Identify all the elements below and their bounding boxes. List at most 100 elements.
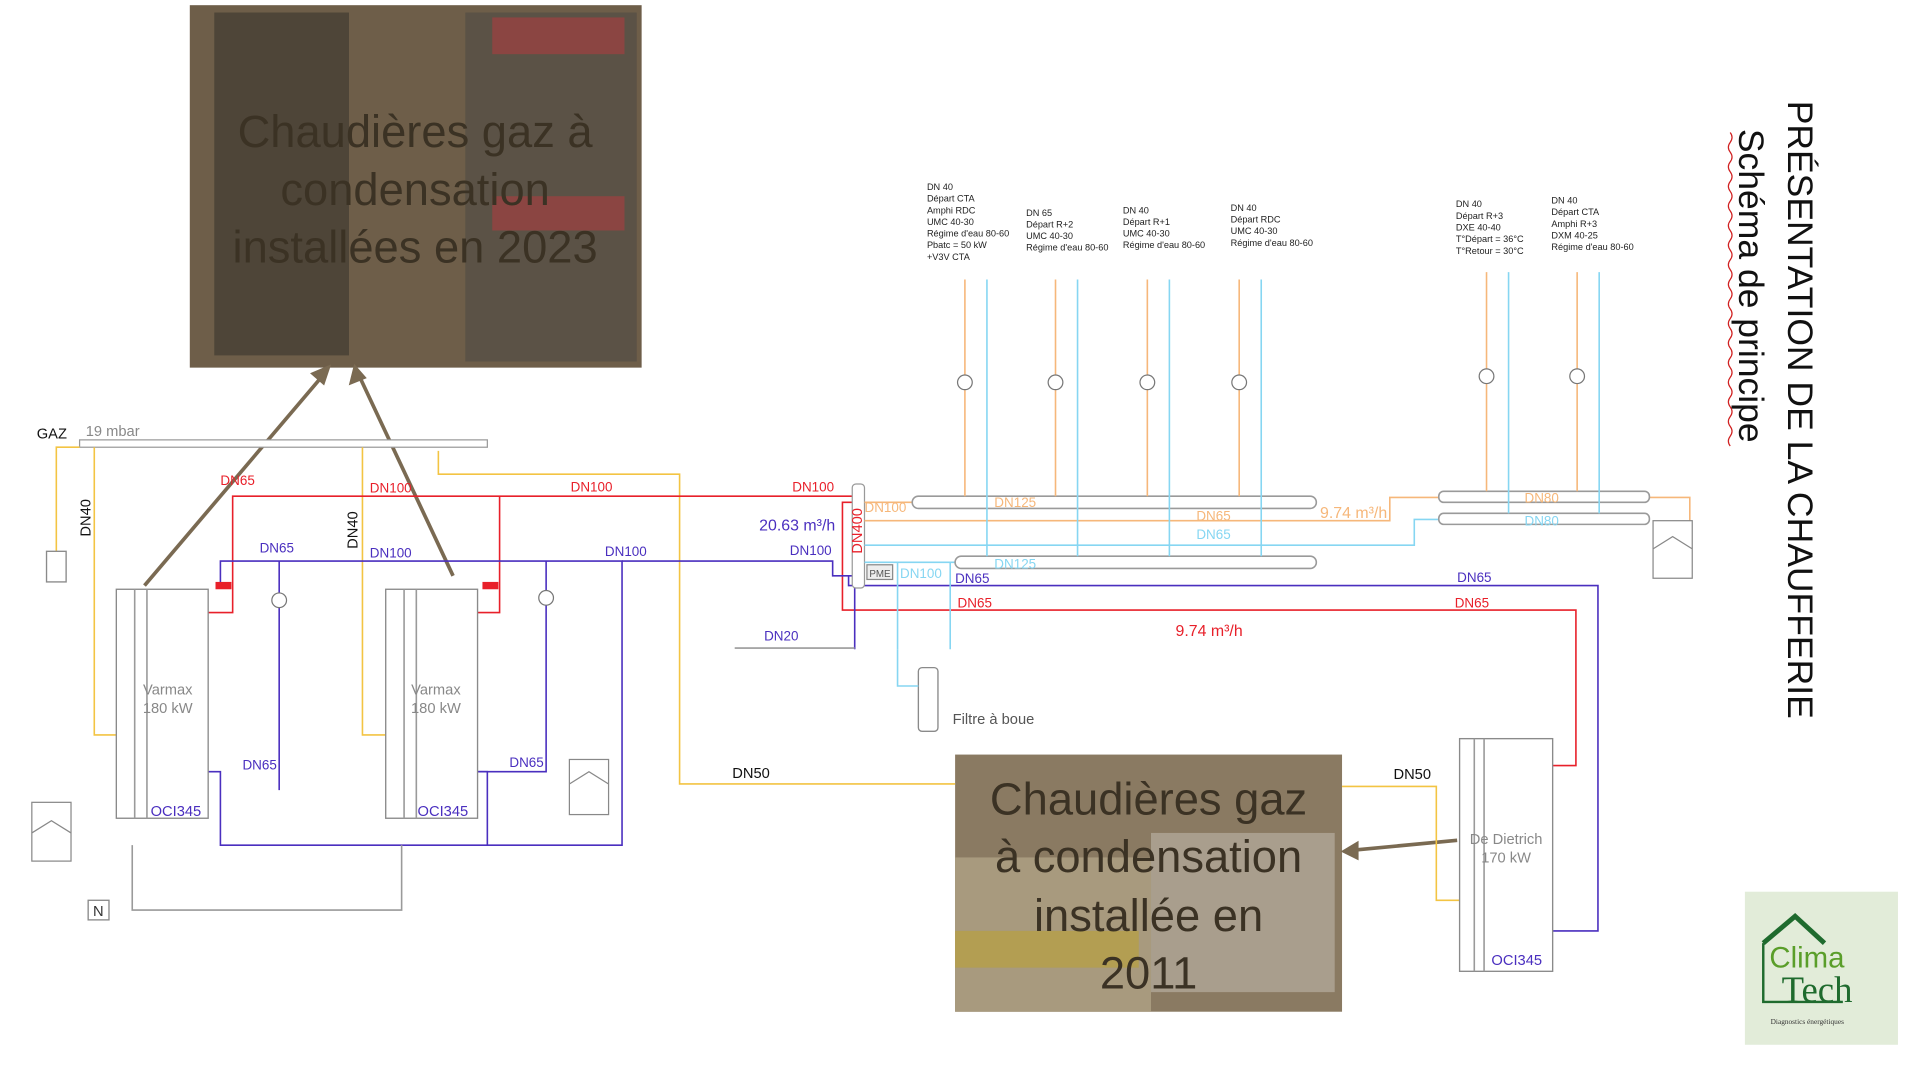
dn-label: DN65 — [242, 757, 276, 772]
dn-label: DN125 — [994, 556, 1036, 571]
pipe-labels: DN65 DN100 DN100 DN100 DN65 DN100 DN100 … — [220, 473, 1558, 772]
boiler-controller: OCI345 — [151, 804, 202, 820]
boiler-name: Varmax — [411, 683, 461, 699]
dn-label: DN65 — [1196, 527, 1230, 542]
boiler-name: De Dietrich — [1470, 832, 1543, 848]
circuit-label-line: Amphi RDC — [927, 205, 976, 215]
photo-caption-line: 2011 — [1100, 947, 1197, 998]
flow-primary: 20.63 m³/h — [759, 517, 835, 534]
hydraulic-separator — [851, 483, 866, 589]
circuit-label-line: Départ R+3 — [1456, 211, 1503, 221]
photo-caption-line: installées en 2023 — [233, 221, 598, 272]
photo-caption-line: à condensation — [995, 831, 1302, 882]
dn-label: DN65 — [220, 473, 254, 488]
expansion-vessels — [31, 520, 1693, 862]
logo-line2: Tech — [1782, 969, 1853, 1010]
dn-label: DN65 — [1457, 570, 1491, 585]
photo-caption-line: installée en — [1034, 890, 1263, 941]
dn-label: DN400 — [850, 508, 866, 554]
pointer-arrows — [143, 363, 1458, 861]
photo-boiler-2011: Chaudières gaz à condensation installée … — [955, 754, 1343, 1012]
dn-label: DN20 — [764, 629, 798, 644]
orange-pipes — [864, 496, 1691, 522]
boiler-controller: OCI345 — [1491, 953, 1542, 969]
boiler-power: 170 kW — [1481, 850, 1531, 866]
circuit-label-line: DN 40 — [1456, 199, 1482, 209]
pme-label: PME — [869, 569, 891, 580]
dn-label: DN80 — [1524, 514, 1558, 529]
dn-label: DN100 — [900, 566, 942, 581]
neutral-label: N — [93, 904, 104, 920]
dn-label: DN100 — [571, 479, 613, 494]
circuit-label-line: UMC 40-30 — [1123, 229, 1170, 239]
circuit-label-line: Régime d'eau 80-60 — [1026, 243, 1108, 253]
dn-label: DN65 — [958, 596, 992, 611]
photo-caption-line: Chaudières gaz à — [238, 106, 594, 157]
dn-label: DN100 — [370, 545, 412, 560]
circuit-label-line: Départ R+1 — [1123, 217, 1170, 227]
circuit-label-line: DXM 40-25 — [1551, 230, 1597, 240]
circuit-label-line: DN 40 — [927, 182, 953, 192]
boiler-varmax-2: Varmax 180 kW OCI345 — [385, 588, 479, 820]
circuit-branches — [271, 272, 1600, 609]
photo-boilers-2023: Chaudières gaz à condensation installées… — [189, 5, 642, 368]
dn-label: DN65 — [955, 571, 989, 586]
filter-label: Filtre à boue — [953, 712, 1035, 728]
circuit-label-line: Régime d'eau 80-60 — [927, 229, 1009, 239]
circuit-label-line: Régime d'eau 80-60 — [1231, 238, 1313, 248]
photo-caption-line: Chaudières gaz — [990, 774, 1307, 825]
climatech-logo: Clima Tech Diagnostics énergétiques — [1744, 891, 1898, 1045]
circuit-label-line: T°Départ = 36°C — [1456, 234, 1524, 244]
circuit-label-line: DN 40 — [1551, 196, 1577, 206]
circuit-label-line: Régime d'eau 80-60 — [1551, 242, 1633, 252]
dn-label: DN100 — [864, 500, 906, 515]
sludge-filter — [917, 666, 939, 732]
dn-label: DN40 — [346, 511, 362, 549]
dn-label: DN80 — [1524, 490, 1558, 505]
circuit-label-line: Départ R+2 — [1026, 219, 1073, 229]
dn-label: DN65 — [1196, 509, 1230, 524]
boiler-varmax-1: Varmax 180 kW OCI345 — [115, 588, 209, 820]
circuit-label-line: UMC 40-30 — [1231, 226, 1278, 236]
boiler-name: Varmax — [143, 683, 193, 699]
dn-label: DN100 — [605, 544, 647, 559]
dn-label: DN100 — [790, 543, 832, 558]
dn-label: DN100 — [792, 479, 834, 494]
circuit-label-line: Départ CTA — [1551, 207, 1600, 217]
circuit-label-line: T°Retour = 30°C — [1456, 246, 1524, 256]
dn-label: DN65 — [260, 541, 294, 556]
circuit-label-line: DN 40 — [1123, 205, 1149, 215]
boiler-power: 180 kW — [411, 701, 461, 717]
circuit-label-line: DN 40 — [1231, 203, 1257, 213]
boiler-controller: OCI345 — [418, 804, 469, 820]
boiler-power: 180 kW — [143, 701, 193, 717]
gas-main-pipe — [78, 439, 488, 448]
circuit-label-line: UMC 40-30 — [1026, 231, 1073, 241]
blue-pipes — [864, 518, 1439, 650]
dn-label: DN100 — [370, 481, 412, 496]
photo-caption-line: condensation — [280, 164, 549, 215]
gas-pipes — [55, 446, 1460, 902]
dn-label: DN50 — [1393, 767, 1431, 783]
dn-label: DN65 — [1455, 596, 1489, 611]
page-subtitle: Schéma de principe — [1731, 129, 1771, 443]
supply-pipes — [208, 495, 1577, 767]
circuit-label-line: Pbatc = 50 kW — [927, 240, 987, 250]
dn-label: DN125 — [994, 495, 1036, 510]
gas-pressure: 19 mbar — [86, 424, 140, 440]
flow-orange: 9.74 m³/h — [1320, 505, 1387, 522]
dn-label: DN40 — [79, 499, 95, 537]
dn-label: DN50 — [732, 766, 770, 782]
logo-tagline: Diagnostics énergétiques — [1771, 1017, 1844, 1026]
circuit-label-line: Amphi R+3 — [1551, 219, 1597, 229]
flow-red: 9.74 m³/h — [1176, 623, 1243, 640]
circuit-label-line: DN 65 — [1026, 208, 1052, 218]
gas-detector — [45, 550, 67, 583]
page-title: PRÉSENTATION DE LA CHAUFFERIE — [1780, 101, 1820, 719]
gas-label: GAZ — [37, 427, 67, 443]
dn-label: DN65 — [509, 755, 543, 770]
circuit-label-line: DXE 40-40 — [1456, 222, 1501, 232]
circuit-label-line: +V3V CTA — [927, 252, 971, 262]
circuit-label-line: UMC 40-30 — [927, 217, 974, 227]
